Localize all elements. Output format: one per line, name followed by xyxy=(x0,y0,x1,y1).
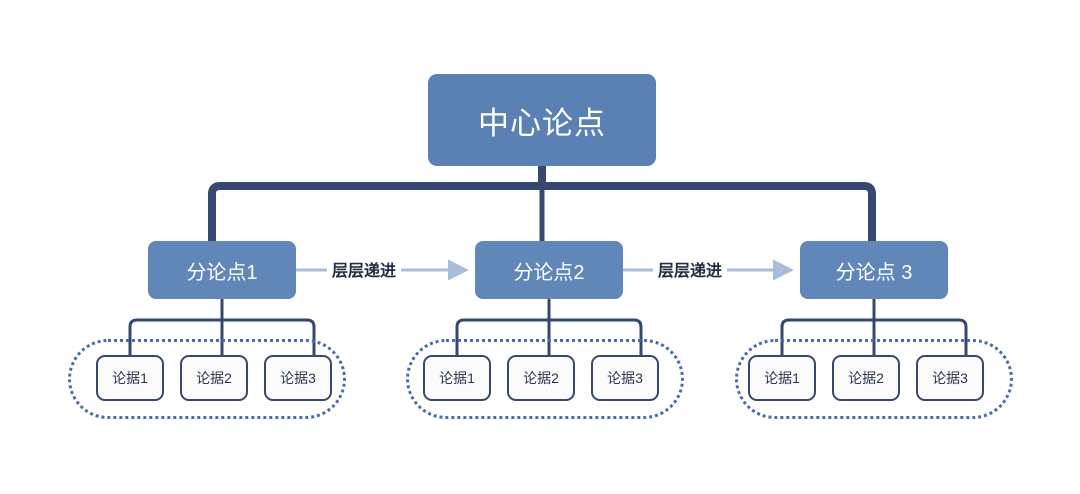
evidence-node-2-2[interactable]: 论据2 xyxy=(507,355,575,401)
evidence-node-1-2[interactable]: 论据2 xyxy=(180,355,248,401)
sub-argument-node-1[interactable]: 分论点1 xyxy=(148,241,296,299)
sub-argument-node-3[interactable]: 分论点 3 xyxy=(800,241,948,299)
evidence-group-2 xyxy=(406,339,684,419)
central-thesis-node[interactable]: 中心论点 xyxy=(428,74,656,166)
evidence-group-1 xyxy=(68,339,346,419)
evidence-node-3-2[interactable]: 论据2 xyxy=(832,355,900,401)
evidence-node-3-1[interactable]: 论据1 xyxy=(748,355,816,401)
evidence-group-3 xyxy=(735,339,1013,419)
connector-label-2: 层层递进 xyxy=(653,257,728,281)
evidence-node-3-3[interactable]: 论据3 xyxy=(916,355,984,401)
sub-argument-node-2[interactable]: 分论点2 xyxy=(475,241,623,299)
evidence-node-1-1[interactable]: 论据1 xyxy=(96,355,164,401)
evidence-node-2-1[interactable]: 论据1 xyxy=(423,355,491,401)
connector-label-1: 层层递进 xyxy=(327,257,402,281)
evidence-node-1-3[interactable]: 论据3 xyxy=(264,355,332,401)
evidence-node-2-3[interactable]: 论据3 xyxy=(591,355,659,401)
